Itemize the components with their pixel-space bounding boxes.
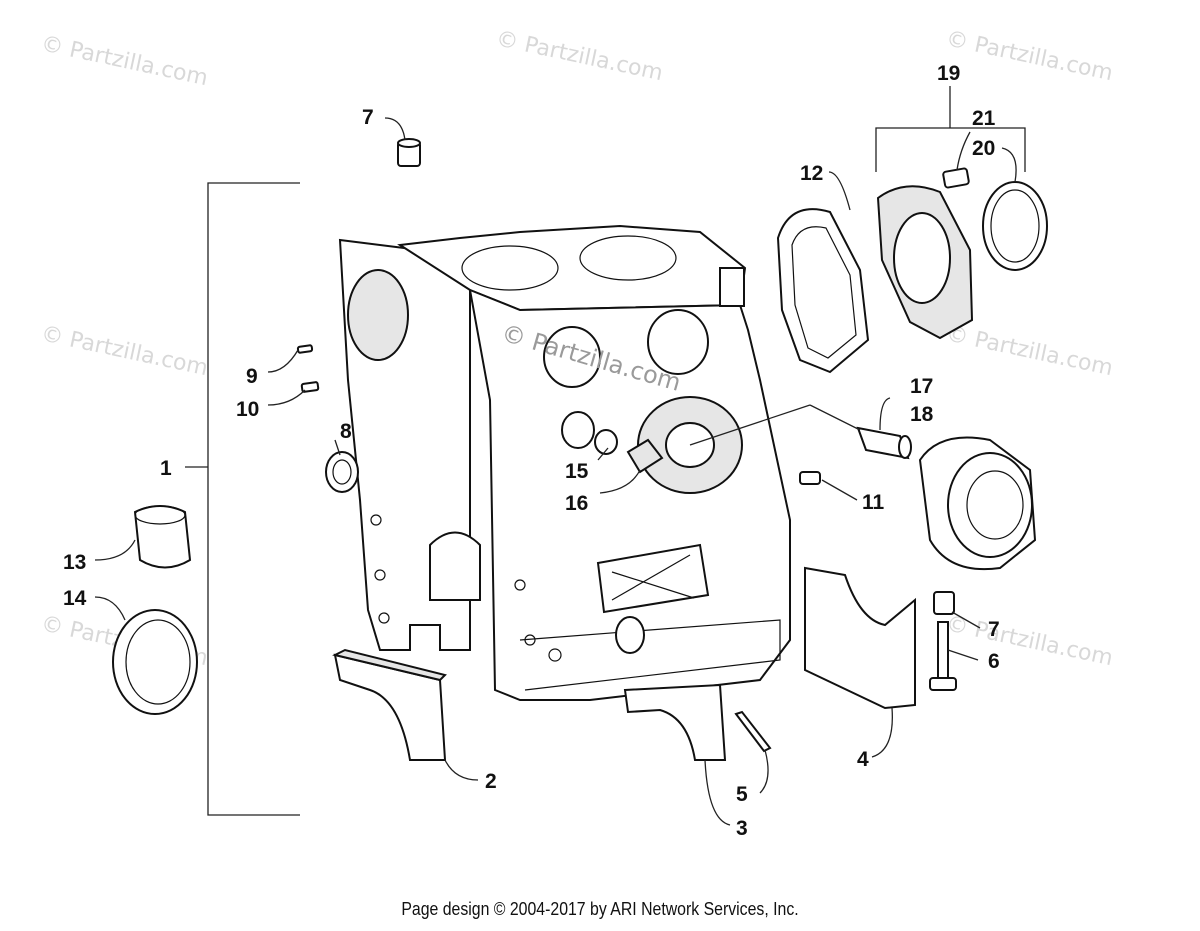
callout-2: 2 [485,770,497,793]
watermark: © Partzilla.com [944,26,1115,86]
oil-seal [982,181,1048,271]
filter-axis-line [809,404,861,431]
callout-4: 4 [857,748,869,771]
cover-kit-bracket [875,86,1026,172]
dowel-pin [799,471,821,485]
callout-7-right: 7 [988,618,1000,641]
callout-18: 18 [910,403,934,426]
leader-lines [94,117,1017,826]
filter-nipple [856,426,912,460]
cap-bolt [929,621,957,691]
callout-numbers: 1 2 3 4 5 6 7 7 8 9 10 11 12 13 14 15 16… [63,62,1000,840]
bearing-cap-left [332,648,447,761]
locating-pin [734,710,772,753]
bearing-sleeve [133,505,192,569]
callout-9: 9 [246,365,258,388]
cover-gasket [776,208,870,374]
callout-3: 3 [736,817,748,840]
bushing-right [933,591,955,615]
callout-11: 11 [862,491,885,514]
filter-axis-line [689,404,811,446]
copyright-footer: Page design © 2004-2017 by ARI Network S… [401,899,799,919]
callout-17: 17 [910,375,933,398]
watermark: © Partzilla.com [39,321,210,381]
screw-small [300,381,320,393]
callout-7-top: 7 [362,106,374,129]
seal-ring [325,451,359,493]
callout-6: 6 [988,650,1000,673]
callout-16: 16 [565,492,588,515]
callout-1: 1 [160,457,172,480]
callout-19: 19 [937,62,960,85]
pin-small [296,344,314,354]
callout-20: 20 [972,137,995,160]
watermark: © Partzilla.com [944,321,1115,381]
thrust-washer [112,609,198,715]
callout-5: 5 [736,783,748,806]
watermark: © Partzilla.com [944,611,1115,671]
callout-14: 14 [63,587,87,610]
bushing-top [397,138,421,167]
callout-13: 13 [63,551,86,574]
callout-10: 10 [236,398,259,421]
bearing-cap-center [623,683,727,761]
assembly-bracket [185,182,300,816]
oil-filter [918,436,1037,571]
cover-bolt [942,167,970,189]
callout-8: 8 [340,420,352,443]
callout-21: 21 [972,107,996,130]
crankcase-block [338,224,791,701]
watermark: © Partzilla.com [494,26,665,86]
watermark: © Partzilla.com [39,31,210,91]
bearing-cap-right [804,566,916,710]
callout-12: 12 [800,162,823,185]
side-cover [876,185,974,340]
drain-plug [594,429,664,474]
callout-15: 15 [565,460,589,483]
